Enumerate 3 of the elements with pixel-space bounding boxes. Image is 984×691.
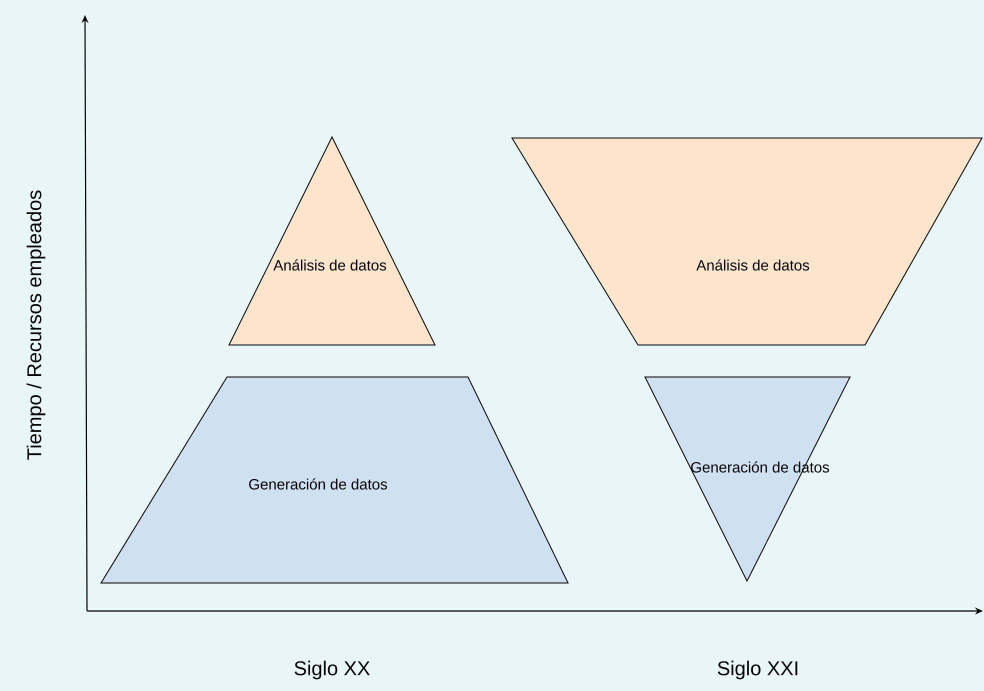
axis-category-label: Siglo XX [294, 660, 370, 680]
axis-title: Tiempo / Recursos empleados [26, 190, 46, 460]
axis-category-label: Siglo XXI [718, 660, 798, 680]
